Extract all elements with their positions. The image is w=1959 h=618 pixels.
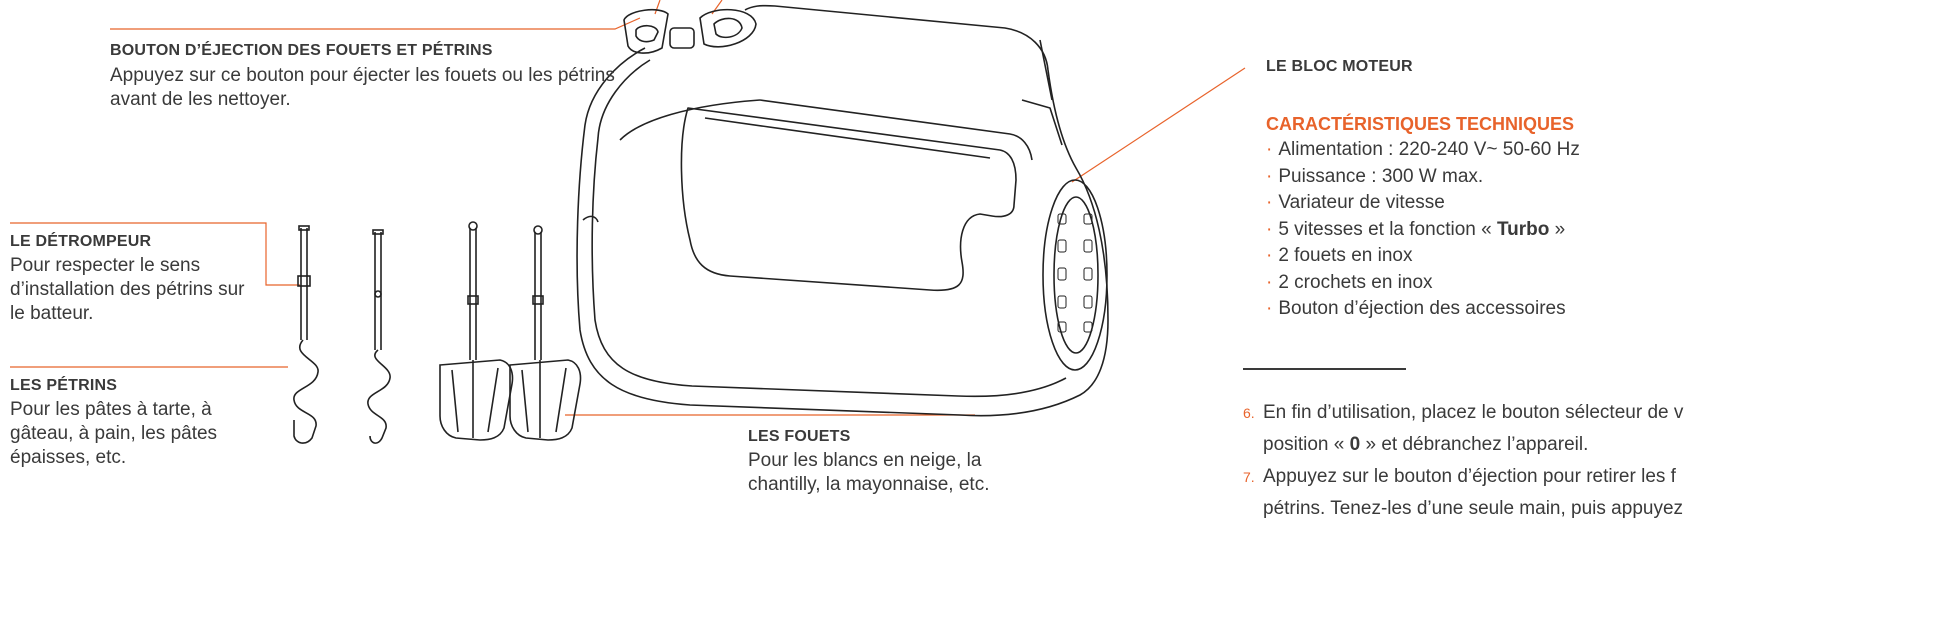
step-text-bold: 0 [1349, 434, 1361, 455]
bullet-icon: · [1266, 271, 1273, 293]
spec-text: 5 vitesses et la fonction « [1278, 218, 1497, 240]
petrins-title: LES PÉTRINS [10, 377, 118, 394]
spec-item: ·5 vitesses et la fonction « Turbo » [1266, 217, 1580, 244]
steps-list: 6. En fin d’utilisation, placez le bouton… [1243, 397, 1683, 525]
step-text: En fin d’utilisation, placez le bouton s… [1263, 402, 1684, 423]
spec-text: Puissance : 300 W max. [1278, 165, 1484, 187]
spec-item: ·2 fouets en inox [1266, 243, 1580, 270]
section-divider [1243, 368, 1406, 370]
step-text: » et débranchez l’appareil. [1360, 434, 1589, 455]
spec-item: ·Puissance : 300 W max. [1266, 164, 1580, 191]
detrompeur-description: Pour respecter le sens d’installation de… [10, 254, 244, 326]
step-number: 7. [1243, 469, 1255, 485]
spec-text-bold: Turbo [1496, 218, 1550, 240]
petrins-line: Pour les pâtes à tarte, à [10, 399, 212, 420]
bullet-icon: · [1266, 165, 1273, 187]
step-number: 6. [1243, 405, 1255, 421]
detrompeur-title: LE DÉTROMPEUR [10, 233, 152, 250]
spec-item: ·Alimentation : 220-240 V~ 50-60 Hz [1266, 137, 1580, 164]
spec-text: Variateur de vitesse [1278, 192, 1445, 213]
beaters [439, 221, 582, 441]
detrompeur-line: Pour respecter le sens [10, 255, 201, 276]
ejection-line-2: avant de les nettoyer. [110, 89, 291, 110]
spec-item: ·Bouton d’éjection des accessoires [1266, 296, 1580, 323]
step-text: pétrins. Tenez-les d’une seule main, pui… [1263, 498, 1684, 519]
specs-list: ·Alimentation : 220-240 V~ 50-60 Hz ·Pui… [1266, 137, 1580, 323]
spec-text: 2 fouets en inox [1278, 245, 1413, 266]
ejection-description: Appuyez sur ce bouton pour éjecter les f… [110, 64, 615, 112]
ejection-line-1: Appuyez sur ce bouton pour éjecter les f… [110, 65, 615, 86]
step-text: Appuyez sur le bouton d’éjection pour re… [1263, 466, 1676, 487]
fouets-line: chantilly, la mayonnaise, etc. [748, 474, 990, 495]
bullet-icon: · [1266, 245, 1273, 266]
spec-text: » [1549, 218, 1566, 240]
dough-hooks [293, 225, 391, 444]
fouets-title: LES FOUETS [748, 428, 851, 445]
petrins-line: épaisses, etc. [10, 447, 127, 468]
detrompeur-line: le batteur. [10, 303, 94, 324]
bullet-icon: · [1266, 139, 1273, 160]
fouets-line: Pour les blancs en neige, la [748, 450, 982, 471]
ejection-title: BOUTON D’ÉJECTION DES FOUETS ET PÉTRINS [110, 42, 493, 59]
bullet-icon: · [1266, 218, 1273, 240]
leader-lines [10, 0, 1246, 416]
fouets-description: Pour les blancs en neige, la chantilly, … [748, 449, 990, 497]
bullet-icon: · [1266, 192, 1273, 213]
step-6: 6. En fin d’utilisation, placez le bouton… [1243, 397, 1683, 429]
petrins-line: gâteau, à pain, les pâtes [10, 423, 218, 444]
step-7: 7. Appuyez sur le bouton d’éjection pour … [1243, 461, 1683, 493]
bullet-icon: · [1266, 298, 1273, 319]
spec-item: ·2 crochets en inox [1266, 270, 1580, 297]
step-6-continued: position « 0 » et débranchez l’appareil. [1243, 429, 1683, 461]
spec-item: ·Variateur de vitesse [1266, 190, 1580, 217]
detrompeur-line: d’installation des pétrins sur [10, 279, 245, 300]
petrins-description: Pour les pâtes à tarte, à gâteau, à pain… [10, 398, 217, 470]
spec-text: Alimentation : 220-240 V~ 50-60 Hz [1278, 139, 1580, 160]
step-7-continued: pétrins. Tenez-les d’une seule main, pui… [1243, 493, 1683, 525]
motor-title: LE BLOC MOTEUR [1266, 58, 1413, 75]
spec-text: 2 crochets en inox [1278, 271, 1433, 293]
step-text: position « [1263, 434, 1350, 455]
spec-text: Bouton d’éjection des accessoires [1278, 298, 1566, 319]
specs-title: CARACTÉRISTIQUES TECHNIQUES [1266, 114, 1575, 134]
mixer-body [576, 4, 1109, 417]
